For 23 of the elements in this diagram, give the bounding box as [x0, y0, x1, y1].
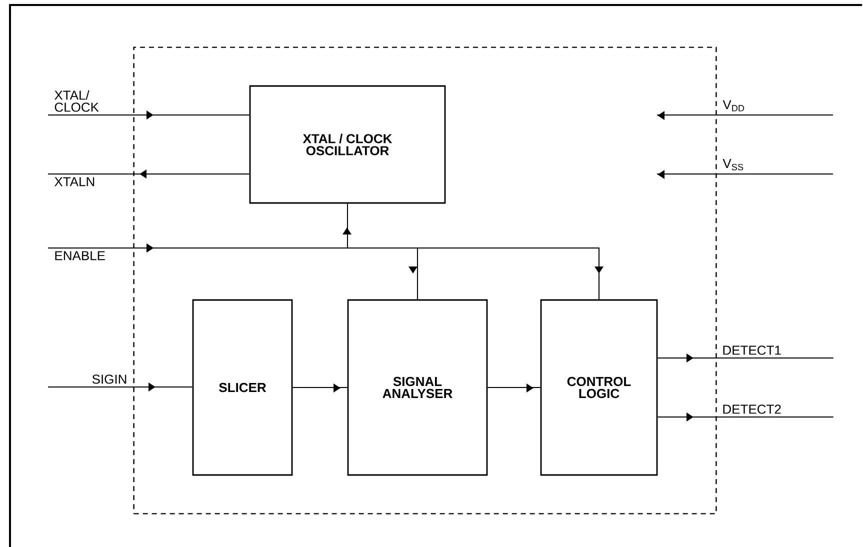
arrow [487, 384, 541, 392]
pin-label: V$_{DD}$ [722, 100, 744, 112]
function-block: CONTROL LOGIC [540, 299, 658, 476]
pin-label: DETECT2 [723, 404, 781, 414]
pin-label: XTAL/ CLOCK [54, 90, 99, 112]
function-block: SLICER [192, 299, 293, 476]
pin-label: XTALN [54, 177, 94, 186]
pin-label: SIGIN [92, 374, 126, 384]
arrow [48, 170, 250, 178]
chip-outline [133, 46, 717, 514]
arrow [48, 244, 604, 300]
arrow [657, 354, 834, 362]
arrow [656, 111, 834, 120]
function-block: XTAL / CLOCK OSCILLATOR [249, 85, 446, 204]
arrow [656, 170, 834, 179]
arrow [292, 384, 348, 392]
pin-label: V$_{SS}$ [722, 159, 744, 170]
function-block: SIGNAL ANALYSER [347, 299, 488, 476]
arrow [48, 382, 193, 392]
arrow [48, 110, 250, 120]
pin-label: DETECT1 [723, 346, 781, 355]
arrow [657, 412, 834, 422]
pin-label: ENABLE [55, 251, 105, 260]
